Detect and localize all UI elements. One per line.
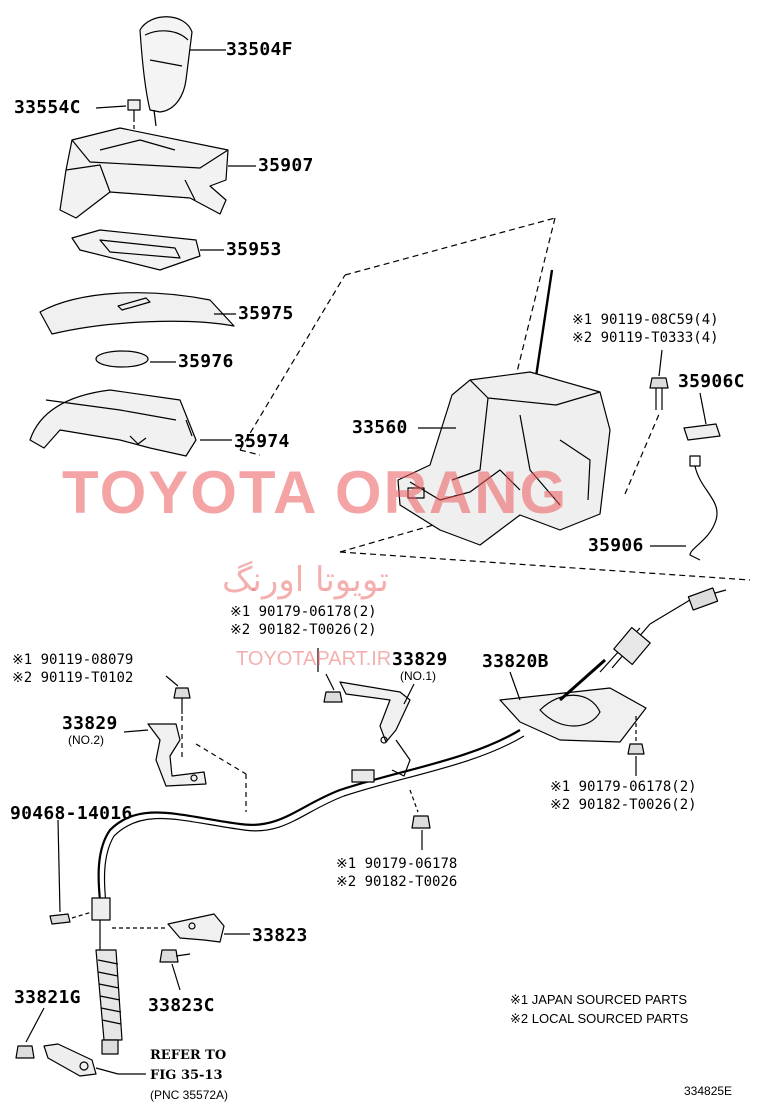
- label-35906: 35906: [588, 535, 644, 556]
- label-33829-no1-sub: (NO.1): [400, 669, 436, 683]
- nut-lower-drawing: [411, 815, 431, 829]
- label-35953: 35953: [226, 239, 282, 260]
- label-33829-no2: 33829: [62, 713, 118, 734]
- shift-knob-drawing: [139, 16, 193, 127]
- cable-connector-drawing: [351, 769, 419, 813]
- legend-japan: ※1 JAPAN SOURCED PARTS: [510, 992, 688, 1007]
- note-bolt-upper-local: ※2 90119-T0333(4): [572, 330, 719, 346]
- label-35906C: 35906C: [678, 371, 745, 392]
- bolt-upper-right-drawing: [649, 377, 669, 410]
- note-nut-upper-japan: ※1 90179-06178(2): [230, 604, 377, 620]
- label-33560: 33560: [352, 417, 408, 438]
- cable-bracket-drawing: [499, 587, 727, 743]
- label-90468-14016: 90468-14016: [10, 803, 133, 824]
- figure-id: 334825E: [684, 1084, 733, 1098]
- clip-90468-drawing: [49, 913, 71, 925]
- label-35976: 35976: [178, 351, 234, 372]
- bolt-left-drawing: [173, 687, 191, 714]
- nut-right-drawing: [627, 743, 645, 755]
- label-33504F: 33504F: [226, 39, 293, 60]
- clip-drawing: [127, 99, 141, 118]
- label-35975: 35975: [238, 303, 294, 324]
- bracket-no2-drawing: [147, 723, 207, 787]
- note-bolt-upper-japan: ※1 90119-08C59(4): [572, 312, 719, 328]
- note-nut-lower-local: ※2 90182-T0026: [336, 874, 458, 890]
- note-nut-right-japan: ※1 90179-06178(2): [550, 779, 697, 795]
- legend-local: ※2 LOCAL SOURCED PARTS: [510, 1011, 689, 1026]
- label-33823: 33823: [252, 925, 308, 946]
- indicator-housing-drawing: [59, 127, 229, 219]
- label-33823C: 33823C: [148, 995, 215, 1016]
- shift-cable-drawing: [91, 729, 525, 1055]
- label-35974: 35974: [234, 431, 290, 452]
- strip-drawing: [39, 292, 235, 335]
- label-33820B: 33820B: [482, 651, 549, 672]
- bolt-33823c-drawing: [159, 949, 191, 963]
- clip-33821g-drawing: [15, 1045, 35, 1059]
- refer-line-3: (PNC 35572A): [150, 1088, 229, 1102]
- bracket-no1-drawing: [339, 681, 411, 777]
- disc-drawing: [95, 350, 149, 368]
- label-33554C: 33554C: [14, 97, 81, 118]
- note-nut-right-local: ※2 90182-T0026(2): [550, 797, 697, 813]
- label-33829-no1: 33829: [392, 649, 448, 670]
- wire-clip-drawing: [683, 423, 721, 441]
- refer-line-2: FIG 35-13: [150, 1068, 223, 1083]
- refer-line-1: REFER TO: [150, 1048, 227, 1063]
- plate-drawing: [71, 229, 201, 271]
- nut-upper-drawing: [323, 691, 343, 703]
- label-33821G: 33821G: [14, 987, 81, 1008]
- label-33829-no2-sub: (NO.2): [68, 733, 104, 747]
- note-bolt-left-japan: ※1 90119-08079: [12, 652, 134, 668]
- cover-drawing: [29, 389, 197, 457]
- note-bolt-left-local: ※2 90119-T0102: [12, 670, 134, 686]
- lever-end-drawing: [43, 1043, 97, 1077]
- wire-harness-drawing: [689, 455, 718, 561]
- note-nut-upper-local: ※2 90182-T0026(2): [230, 622, 377, 638]
- bracket-33823-drawing: [167, 913, 225, 943]
- label-35907: 35907: [258, 155, 314, 176]
- shift-lever-assembly-drawing: [397, 269, 611, 546]
- note-nut-lower-japan: ※1 90179-06178: [336, 856, 458, 872]
